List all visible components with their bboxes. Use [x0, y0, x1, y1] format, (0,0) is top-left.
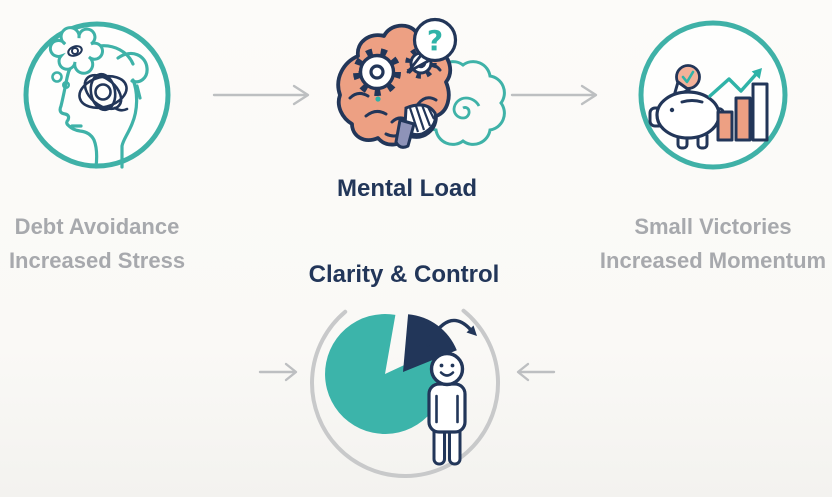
tangle-scribble	[78, 72, 129, 112]
mental-load-title: Mental Load	[336, 175, 478, 202]
stage1-label-line1: Debt Avoidance	[14, 214, 180, 239]
growth-bar-chart	[716, 82, 769, 142]
question-mark: ?	[427, 24, 443, 57]
tangled-thoughts-head-icon	[23, 21, 171, 169]
pie-chart	[325, 313, 446, 434]
piggy-bank-growth-icon	[638, 20, 788, 170]
stage1-label-line2: Increased Stress	[8, 247, 186, 273]
cycle-circle	[310, 308, 500, 478]
pie-chart-person-icon	[310, 308, 500, 478]
clarity-control-title: Clarity & Control	[308, 261, 500, 288]
thought-bubble	[48, 26, 104, 89]
stage3-label-line1: Small Victories	[634, 214, 792, 239]
flow-arrow-2-icon	[510, 84, 598, 106]
stage3-label: Small Victories Increased Momentum	[600, 210, 826, 277]
flow-arrow-1-icon	[212, 84, 310, 106]
stage1-label: Debt Avoidance Increased Stress	[9, 210, 185, 277]
trend-arrow-icon	[708, 68, 762, 98]
brain-stem	[394, 118, 416, 149]
stage3-label-line2: Increased Momentum	[599, 247, 827, 273]
gear-large-icon	[353, 48, 401, 96]
inward-arrow-right-icon	[516, 362, 556, 382]
person-icon	[427, 351, 467, 466]
rotation-arrow-icon	[426, 318, 477, 347]
question-bubble-icon: ?	[406, 17, 458, 74]
hair-curl	[116, 52, 149, 84]
teal-dot	[375, 96, 381, 102]
coin-check-icon	[675, 64, 701, 90]
piggy-bank	[648, 80, 725, 150]
inward-arrow-left-icon	[258, 362, 298, 382]
brain-gears-icon: ?	[336, 17, 506, 149]
